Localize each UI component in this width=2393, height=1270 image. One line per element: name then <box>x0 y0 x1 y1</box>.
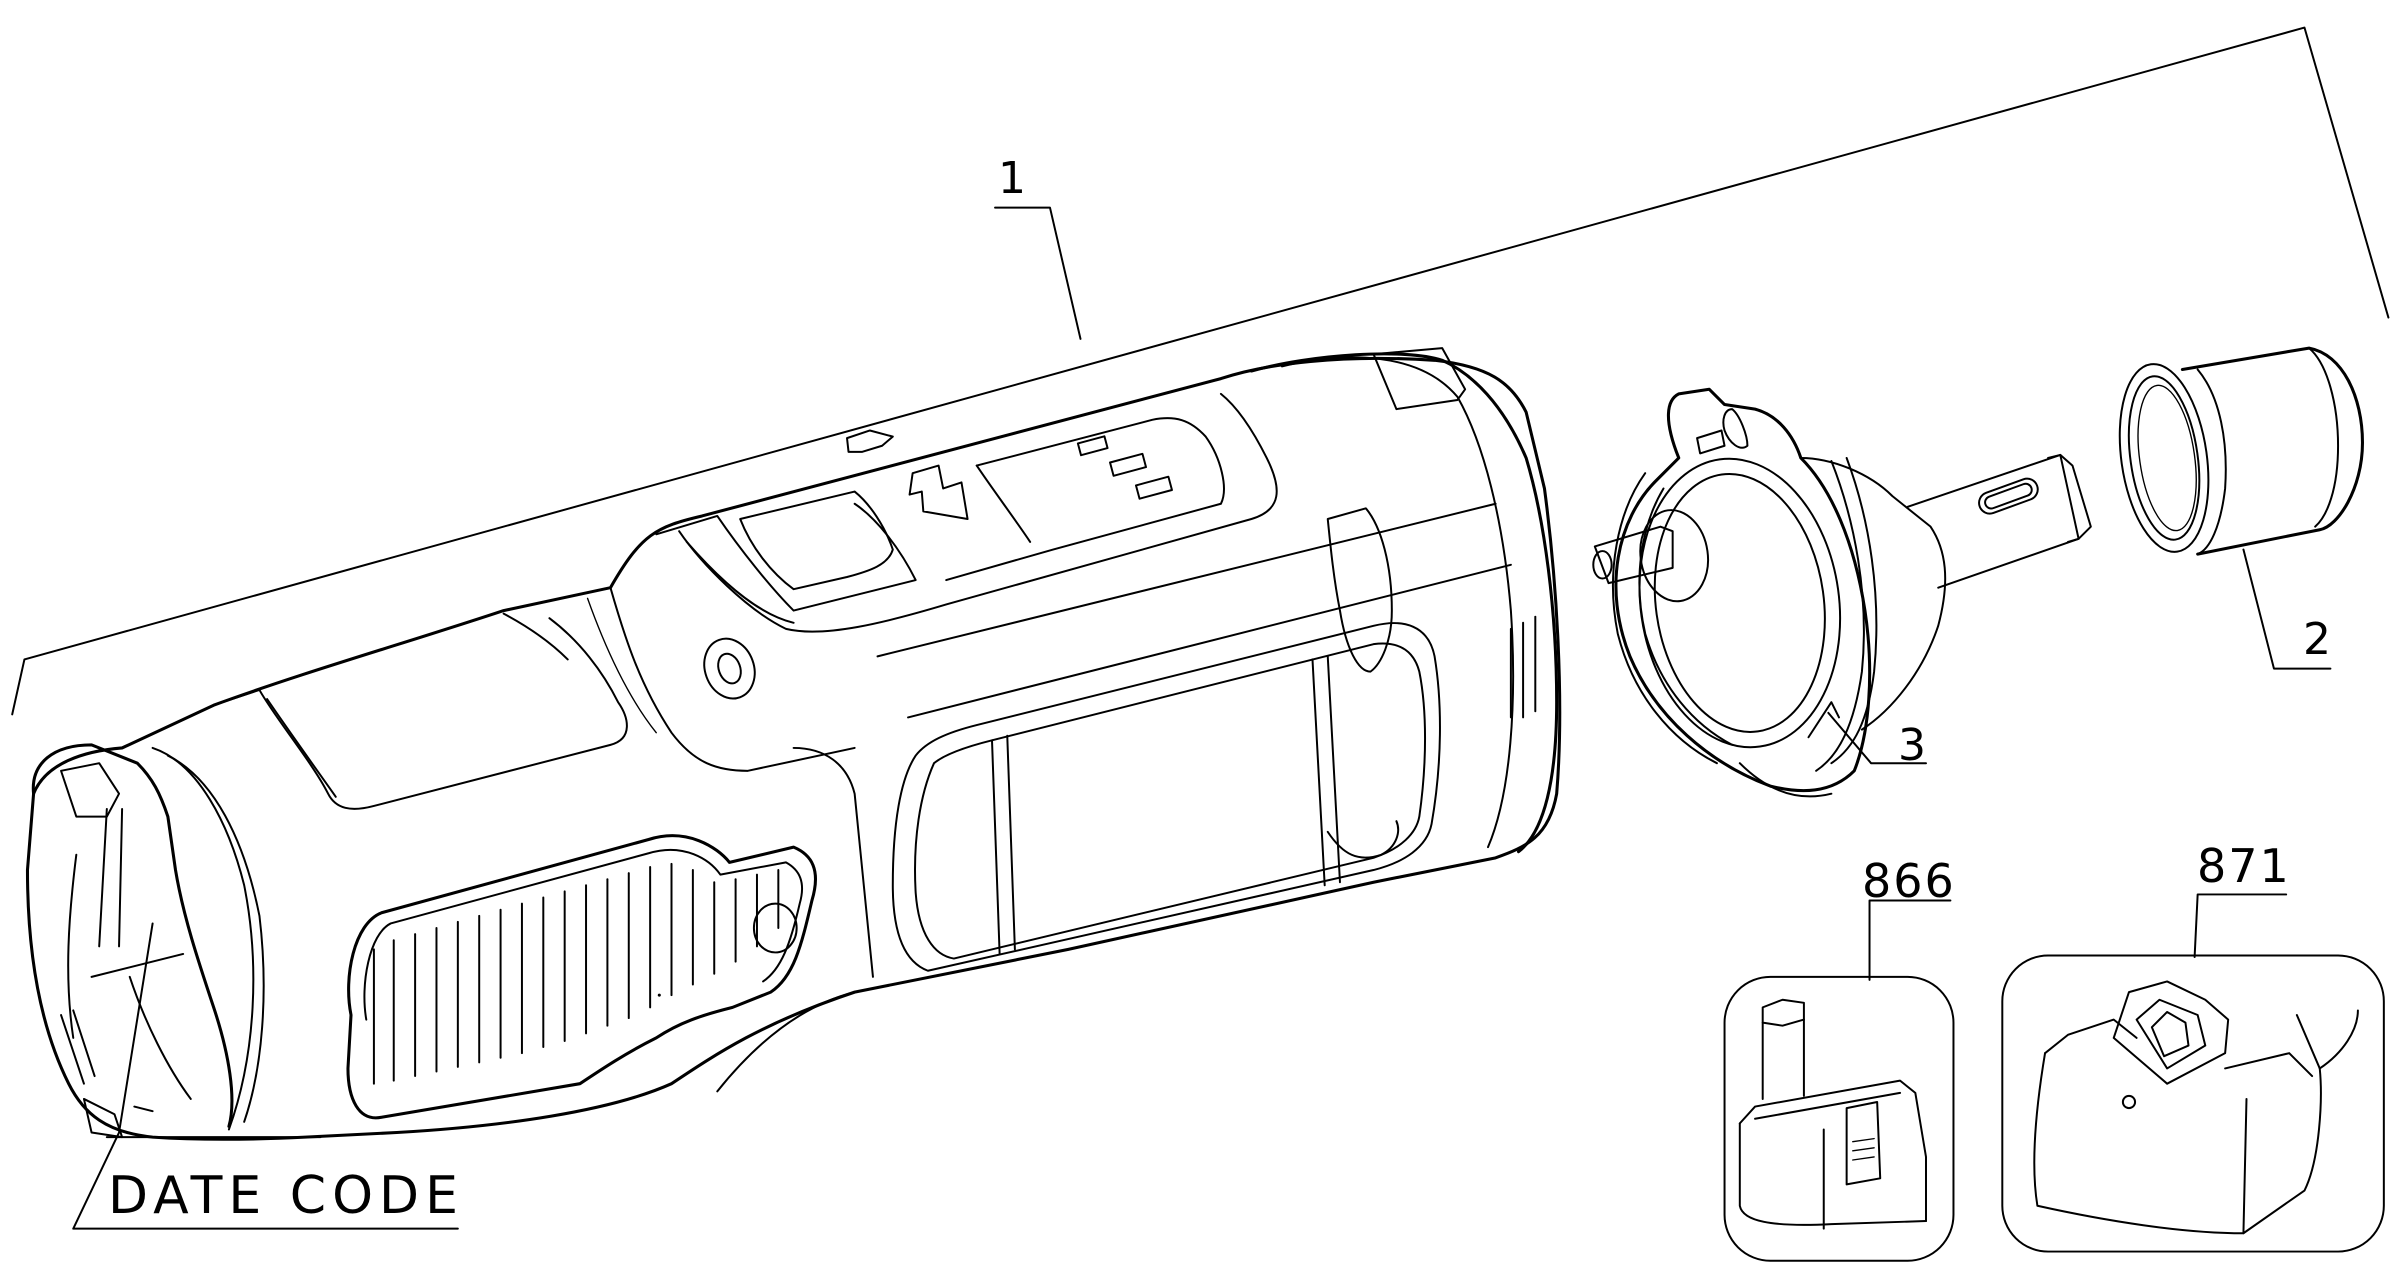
battery-frame <box>1723 975 1955 1262</box>
date-code-label: DATE CODE <box>108 1166 464 1226</box>
grip-vents <box>372 862 780 1085</box>
callout-label-871: 871 <box>2197 839 2291 893</box>
assembly-bracket-1 <box>11 26 2390 716</box>
date-code-leader <box>72 922 459 1230</box>
part-3-chuck <box>1592 387 2092 798</box>
arrow-reverse-icon <box>908 464 969 521</box>
leader-3 <box>1827 711 1927 765</box>
part-866-battery <box>1723 899 1955 1262</box>
part-871-charger <box>2001 893 2385 1253</box>
charger-frame <box>2001 954 2385 1253</box>
callout-label-1: 1 <box>998 153 1028 204</box>
arrow-forward-icon <box>846 429 894 453</box>
part-2-sleeve <box>2118 346 2365 556</box>
callout-label-866: 866 <box>1862 854 1956 908</box>
tool-body <box>25 347 1562 1141</box>
callout-label-3: 3 <box>1898 720 1928 771</box>
callout-label-2: 2 <box>2303 614 2333 665</box>
leader-2 <box>2242 548 2332 670</box>
